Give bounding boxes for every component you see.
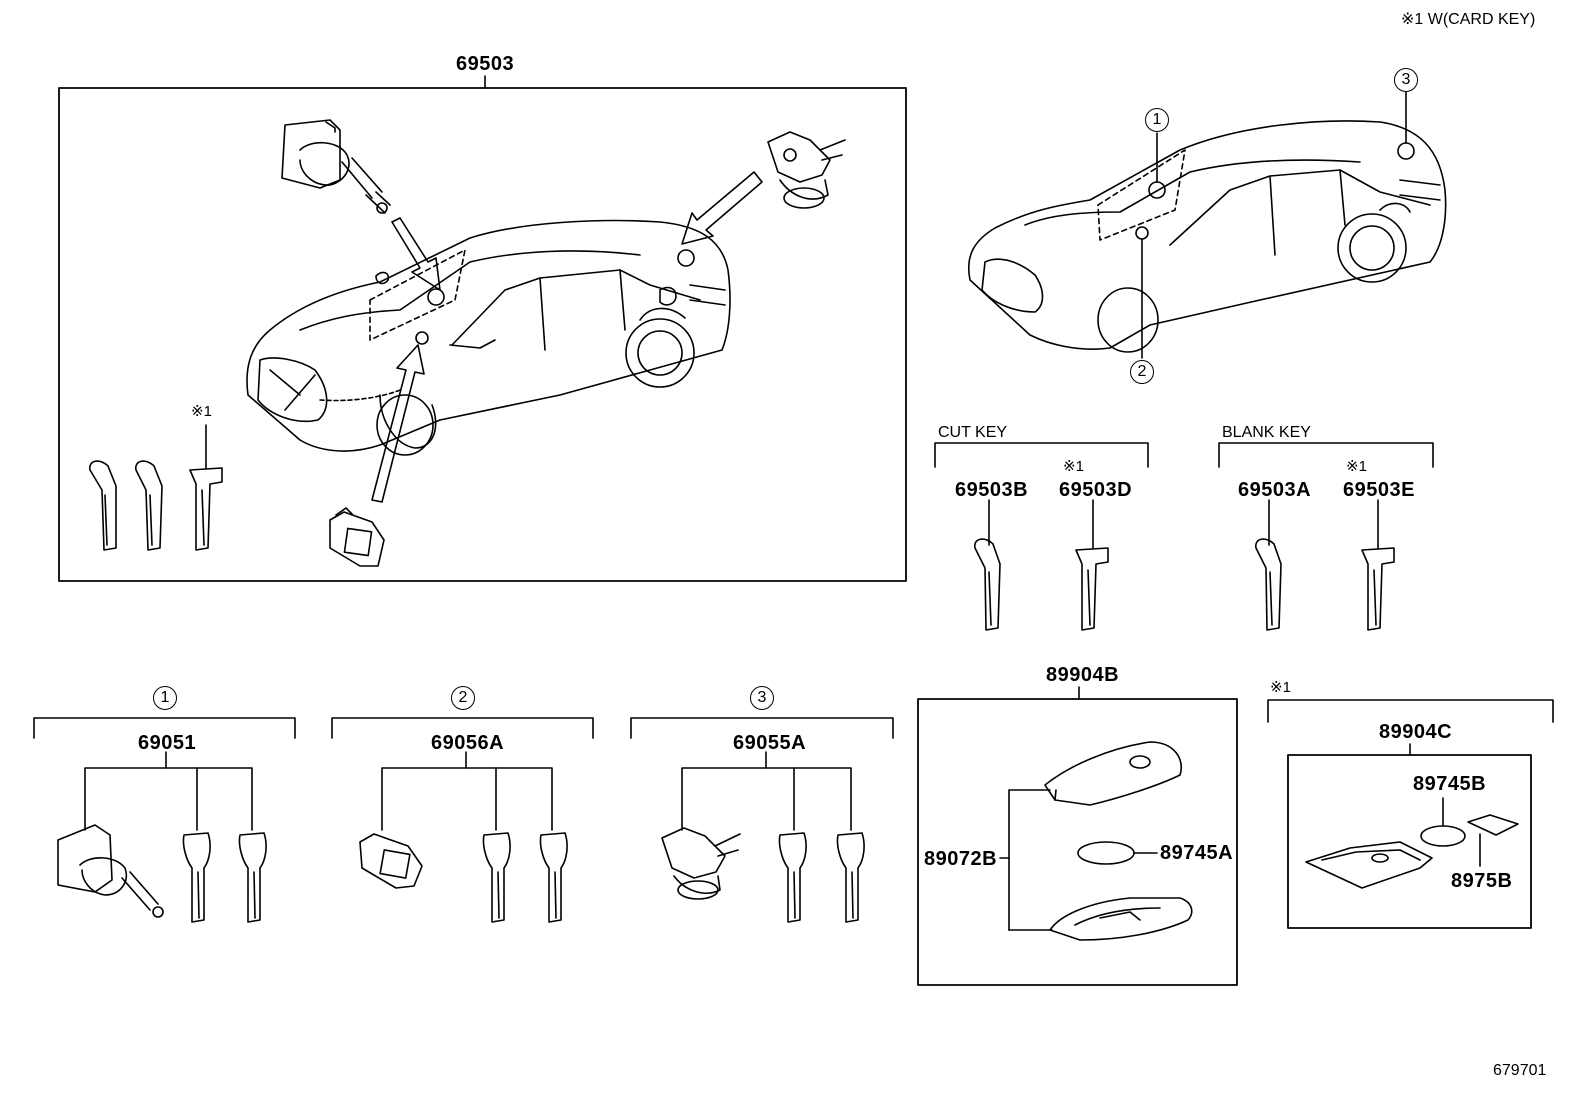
blank-key-title: BLANK KEY xyxy=(1222,424,1311,441)
cut-key-part-a: 69503B xyxy=(955,479,1029,501)
blank-key-part-a: 69503A xyxy=(1238,479,1312,501)
main-arrows xyxy=(371,171,763,503)
blank-key-group-lines xyxy=(1218,442,1434,631)
main-frame-keys xyxy=(89,424,223,551)
transmitter-part: 89904B xyxy=(1046,664,1120,686)
circle-ref-1: 1 xyxy=(1145,108,1169,132)
main-assembly-frame xyxy=(58,75,907,582)
lock-set-3-ref: 3 xyxy=(750,686,774,710)
main-car-drawing xyxy=(246,219,731,456)
lock-set-2-part: 69056A xyxy=(431,732,505,754)
card-key-battery-part: 89745B xyxy=(1413,773,1487,795)
card-key-lines xyxy=(1267,699,1554,929)
lock-set-2-ref: 2 xyxy=(451,686,475,710)
cut-key-group-lines xyxy=(934,442,1149,631)
circle-ref-3: 3 xyxy=(1394,68,1418,92)
transmitter-case-part: 89072B xyxy=(924,848,998,870)
ignition-lock-drawing xyxy=(281,119,391,214)
blank-key-part-b: 69503E xyxy=(1343,479,1415,501)
card-key-note: ※1 W(CARD KEY) xyxy=(1401,11,1536,28)
lock-set-1-ref: 1 xyxy=(153,686,177,710)
transmitter-battery-part: 89745A xyxy=(1160,842,1234,864)
lock-set-1-lines xyxy=(33,717,296,923)
diagram-id: 679701 xyxy=(1493,1062,1547,1079)
cut-key-title: CUT KEY xyxy=(938,424,1008,441)
trunk-lock-drawing xyxy=(767,131,846,209)
card-key-group-mark: ※1 xyxy=(1270,679,1291,696)
main-assembly-part-number: 69503 xyxy=(456,53,515,75)
cut-key-part-b: 69503D xyxy=(1059,479,1133,501)
blank-key-mark: ※1 xyxy=(1346,458,1367,475)
lock-set-3-part: 69055A xyxy=(733,732,807,754)
cut-key-mark: ※1 xyxy=(1063,458,1084,475)
card-key-part: 89904C xyxy=(1379,721,1453,743)
lock-set-2-lines xyxy=(331,717,594,923)
lock-set-3-lines xyxy=(630,717,894,923)
card-key-cover-part: 8975B xyxy=(1451,870,1513,892)
circle-ref-2: 2 xyxy=(1130,360,1154,384)
card-key-mark-main: ※1 xyxy=(191,403,212,420)
reference-car-drawing xyxy=(968,91,1447,359)
lock-set-1-part: 69051 xyxy=(138,732,197,754)
transmitter-lines xyxy=(917,686,1238,986)
door-lock-drawing xyxy=(329,507,385,567)
